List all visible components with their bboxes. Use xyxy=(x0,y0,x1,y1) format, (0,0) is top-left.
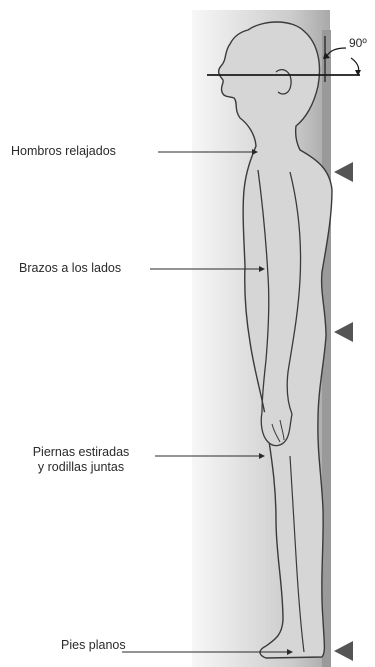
label-legs: Piernas estiradas y rodillas juntas xyxy=(22,445,140,475)
ear-outline xyxy=(275,69,292,95)
leader-arrow-feet xyxy=(287,649,293,655)
label-arms: Brazos a los lados xyxy=(19,261,122,275)
hand-outline xyxy=(260,411,293,447)
arm-back-outline xyxy=(286,171,302,415)
arrow-head-icon xyxy=(323,52,330,59)
body-silhouette xyxy=(217,21,333,659)
leader-arrow-legs xyxy=(259,453,265,459)
label-legs-line2: y rodillas juntas xyxy=(37,460,125,474)
angle-label: 90º xyxy=(349,36,367,50)
arm-outline xyxy=(257,169,270,413)
label-legs-line1: Piernas estiradas xyxy=(32,445,130,459)
curved-arrow-icon-lower xyxy=(350,57,360,73)
leader-arrow-arms xyxy=(259,266,265,272)
leader-arrow-shoulders xyxy=(252,149,258,155)
curved-arrow-icon xyxy=(326,47,347,57)
wall-edge xyxy=(322,30,331,667)
label-feet: Pies planos xyxy=(61,638,126,652)
arrow-head-icon-lower xyxy=(355,70,361,76)
leg-outline xyxy=(289,455,305,653)
triangle-marker-icon-shoulder xyxy=(334,162,353,182)
triangle-marker-icon-feet xyxy=(334,641,353,661)
finger-lines xyxy=(271,419,285,443)
triangle-marker-icon-hip xyxy=(334,322,353,342)
label-shoulders: Hombros relajados xyxy=(11,144,116,158)
